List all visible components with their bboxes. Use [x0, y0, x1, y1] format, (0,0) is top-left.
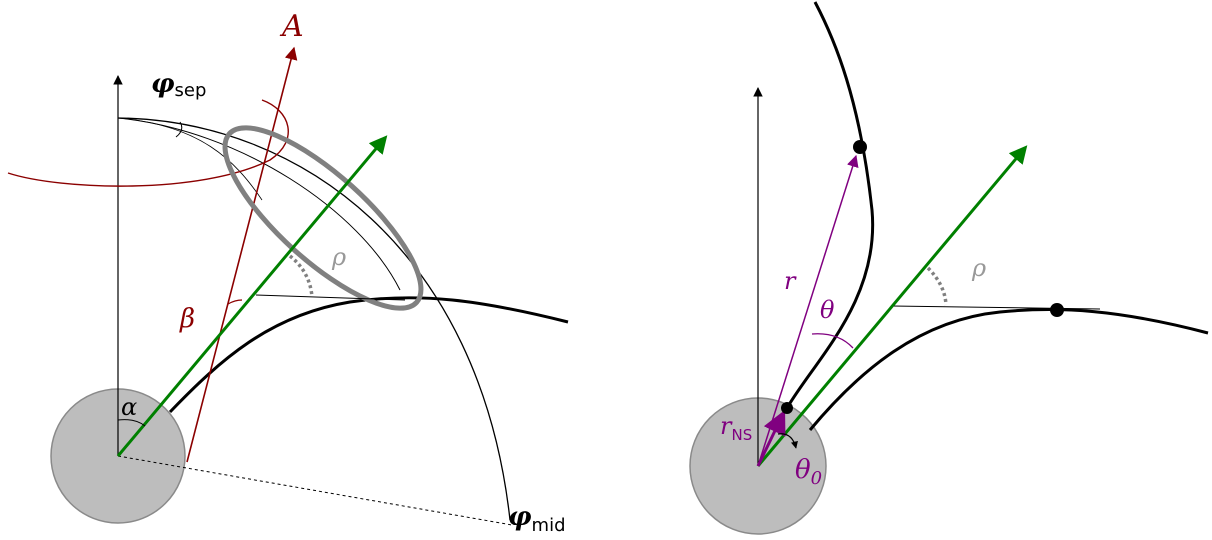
left-panel: φsep φmid α β ρ A — [7, 9, 569, 536]
rotation-axis — [186, 46, 298, 463]
meridian-inner — [117, 117, 401, 291]
rho-arc-right — [926, 266, 948, 306]
theta0-arc — [777, 433, 798, 449]
phi-sep-angle-arc — [175, 121, 183, 138]
emission-point-lower — [1050, 303, 1064, 317]
rho-label-left: ρ — [331, 243, 346, 271]
emission-ring — [222, 125, 424, 311]
magnetic-axis-left — [116, 135, 388, 457]
magnetic-axis-right — [756, 145, 1028, 467]
rho-reference-line-right — [891, 305, 1101, 310]
rho-arc-left — [288, 254, 314, 298]
field-line-upper — [785, 1, 875, 409]
meridian-outer — [117, 117, 511, 521]
mid-dashed-line — [117, 455, 513, 526]
meridian-innermost — [117, 117, 263, 201]
beta-arc — [227, 299, 243, 305]
footpoint-dot — [781, 402, 793, 414]
script-a-label: A — [279, 9, 304, 44]
phi-mid-label: φmid — [508, 502, 566, 536]
alpha-label: α — [121, 393, 137, 421]
r-label: r — [784, 267, 797, 295]
r-ns-vector — [756, 409, 786, 467]
field-line-lower — [808, 308, 1209, 431]
theta-arc — [811, 333, 854, 349]
phi-sep-label: φsep — [151, 69, 206, 101]
rho-reference-line-left — [255, 294, 406, 301]
alpha-arc — [117, 419, 146, 427]
rho-label-right: ρ — [971, 254, 986, 282]
field-line-left — [168, 296, 569, 414]
r-ns-label: rNS — [720, 412, 752, 444]
theta0-label: θ0 — [795, 455, 822, 489]
rotation-ellipse — [7, 99, 289, 187]
emission-point-upper — [853, 140, 867, 154]
beta-label: β — [179, 304, 195, 334]
right-panel: r θ ρ rNS θ0 — [689, 1, 1209, 535]
theta-label: θ — [820, 296, 835, 324]
